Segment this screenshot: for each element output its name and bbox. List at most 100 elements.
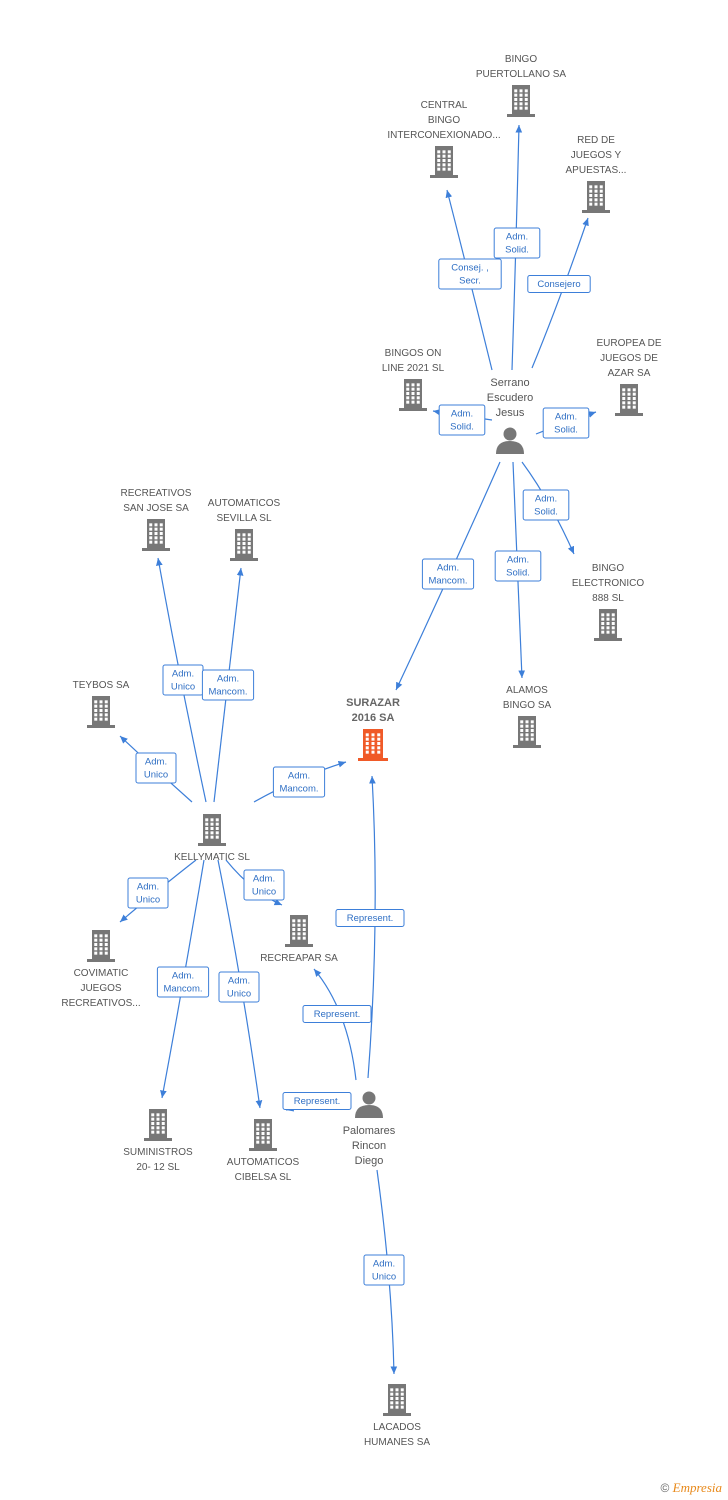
- edge-line: [531, 217, 589, 369]
- edge-label[interactable]: Represent.: [335, 909, 405, 927]
- node-label: Jesus: [496, 407, 525, 419]
- edge-label-text: Secr.: [459, 276, 481, 287]
- edge-label-box: [494, 550, 542, 582]
- node-label: RECREAPAR SA: [260, 953, 338, 964]
- edge-label-box: [243, 869, 285, 901]
- edge-label[interactable]: Adm.Mancom.: [201, 669, 255, 701]
- edge-palomares-to-recreapar: [313, 968, 357, 1081]
- node-label: BINGO SA: [503, 700, 552, 711]
- building-icon: [430, 146, 458, 178]
- edge-label[interactable]: Represent.: [302, 1005, 372, 1023]
- edge-label-text: Mancom.: [208, 687, 247, 698]
- edge-label-text: Consej. ,: [451, 263, 489, 274]
- node-kellymatic[interactable]: KELLYMATIC SL: [174, 814, 250, 863]
- edge-label-text: Adm.: [535, 494, 557, 505]
- node-label: SURAZAR: [346, 697, 400, 709]
- node-label: BINGO: [428, 115, 460, 126]
- edge-label-text: Unico: [144, 770, 168, 781]
- node-surazar[interactable]: SURAZAR 2016 SA: [346, 697, 400, 761]
- building-icon: [87, 696, 115, 728]
- edge-label-box: [302, 1005, 372, 1023]
- edge-label[interactable]: Consejero: [527, 275, 591, 293]
- edge-label[interactable]: Represent.: [282, 1092, 352, 1110]
- node-label: Palomares: [343, 1125, 396, 1137]
- edge-label-text: Solid.: [554, 425, 578, 436]
- person-icon: [355, 1091, 383, 1118]
- edge-label-text: Solid.: [505, 245, 529, 256]
- edge-label-text: Adm.: [172, 669, 194, 680]
- node-label: Diego: [355, 1155, 384, 1167]
- edge-label[interactable]: Adm.Unico: [363, 1254, 405, 1286]
- edge-label-text: Adm.: [253, 874, 275, 885]
- edge-label[interactable]: Adm. Unico: [243, 869, 285, 901]
- edge-label[interactable]: Adm.Unico: [218, 971, 260, 1003]
- node-label: Serrano: [490, 377, 529, 389]
- node-label: JUEGOS Y: [571, 150, 622, 161]
- node-label: COVIMATIC: [74, 968, 129, 979]
- edge-label-box: [218, 971, 260, 1003]
- node-teybos[interactable]: TEYBOS SA: [73, 680, 130, 728]
- node-label: CENTRAL: [421, 100, 468, 111]
- edge-label-box: [542, 407, 590, 439]
- node-covimatic[interactable]: COVIMATICJUEGOSRECREATIVOS...: [61, 930, 141, 1009]
- node-label: APUESTAS...: [566, 165, 627, 176]
- building-icon: [87, 930, 115, 962]
- edge-label-text: Unico: [171, 682, 195, 693]
- edge-label[interactable]: Adm.Mancom.: [156, 966, 210, 998]
- building-icon: [144, 1109, 172, 1141]
- edge-label-text: Mancom.: [428, 576, 467, 587]
- edge-label[interactable]: Adm.Mancom.: [272, 766, 326, 798]
- node-label: 2016 SA: [352, 712, 395, 724]
- edge-label[interactable]: Adm.Unico: [135, 752, 177, 784]
- edge-label-text: Adm.: [288, 771, 310, 782]
- node-label: HUMANES SA: [364, 1437, 430, 1448]
- edge-label-text: Unico: [252, 887, 276, 898]
- node-label: AUTOMATICOS: [227, 1157, 300, 1168]
- edge-label[interactable]: Adm.Solid.: [522, 489, 570, 521]
- edge-label[interactable]: Adm.Mancom.: [421, 558, 475, 590]
- edge-label[interactable]: Adm.Unico: [127, 877, 169, 909]
- edge-label-box: [127, 877, 169, 909]
- node-label: JUEGOS DE: [600, 353, 658, 364]
- edge-label[interactable]: Adm.Solid.: [493, 227, 541, 259]
- node-label: EUROPEA DE: [596, 338, 661, 349]
- edge-label[interactable]: Adm. Unico: [162, 664, 204, 696]
- edge-label[interactable]: Adm. Solid.: [438, 404, 486, 436]
- node-label: BINGO: [505, 54, 537, 65]
- edge-label[interactable]: Adm.Solid.: [542, 407, 590, 439]
- person-icon: [496, 427, 524, 454]
- edge-label-box: [135, 752, 177, 784]
- edge-label[interactable]: Adm.Solid.: [494, 550, 542, 582]
- edge-label-text: Unico: [372, 1272, 396, 1283]
- edge-label-text: Represent.: [314, 1009, 360, 1020]
- node-label: SAN JOSE SA: [123, 503, 189, 514]
- brand-logo[interactable]: Empresia: [672, 1480, 722, 1495]
- edge-label-box: [156, 966, 210, 998]
- node-label: KELLYMATIC SL: [174, 852, 250, 863]
- edge-label-box: [493, 227, 541, 259]
- node-central-bingo[interactable]: CENTRALBINGOINTERCONEXIONADO...: [387, 100, 501, 178]
- edge-label-box: [522, 489, 570, 521]
- edge-label-text: Adm.: [451, 409, 473, 420]
- edge-label-text: Solid.: [450, 422, 474, 433]
- copyright-symbol: ©: [660, 1481, 670, 1495]
- edge-label[interactable]: Consej. , Secr.: [438, 258, 502, 290]
- edge-label-box: [438, 404, 486, 436]
- building-icon: [507, 85, 535, 117]
- node-label: Escudero: [487, 392, 533, 404]
- node-recreapar[interactable]: RECREAPAR SA: [260, 915, 338, 964]
